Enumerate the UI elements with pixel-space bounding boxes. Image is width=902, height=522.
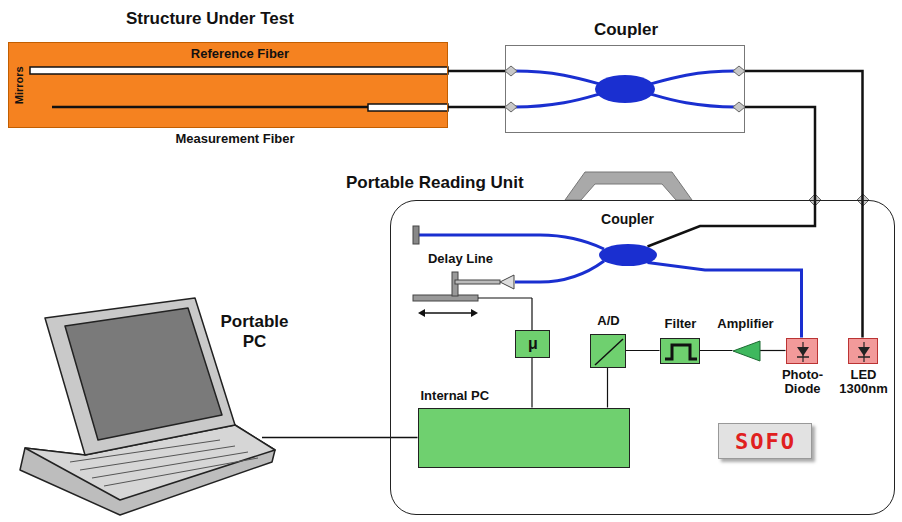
diode-symbol	[849, 339, 879, 365]
coupler-box: Coupler	[505, 45, 745, 133]
tri-symbol	[733, 341, 760, 361]
node-text: Portable PC	[212, 312, 297, 351]
fiber-connector	[448, 106, 505, 109]
node-text: Coupler	[506, 20, 746, 40]
node-text: SOFO	[719, 429, 813, 454]
signal-line	[607, 368, 608, 408]
diag-symbol	[591, 335, 627, 369]
fiber-tube	[368, 104, 448, 111]
node-text: Portable Reading Unit	[346, 173, 561, 193]
delay-line-stage	[413, 226, 532, 330]
photodiode-box: Photo-Diode	[786, 338, 818, 364]
sofo-logo: SOFO	[718, 423, 812, 459]
coupler: Coupler	[598, 243, 658, 267]
portable-pc: Portable PC	[30, 295, 262, 517]
node-text: Coupler	[588, 211, 668, 227]
signal-line	[700, 350, 733, 351]
controller-box: μ	[515, 330, 550, 358]
node-text: Photo-Diode	[773, 368, 833, 398]
internal-pc-box: Internal PC	[418, 408, 630, 468]
converter-box: A/D	[590, 334, 626, 368]
ellipse-symbol	[598, 243, 658, 267]
node-text: Filter	[651, 317, 711, 332]
node-text: Structure Under Test	[126, 9, 356, 29]
coupler-interior	[514, 71, 736, 107]
node-text: Mirrors	[13, 55, 26, 115]
coupler-core	[595, 75, 655, 103]
case-handle	[565, 172, 692, 200]
led-box: LED 1300nm	[848, 338, 878, 364]
fiber-label: Reference Fiber	[165, 47, 315, 62]
node-text: LED 1300nm	[836, 368, 892, 398]
signal-line	[262, 437, 418, 439]
signal-line	[531, 358, 532, 408]
diode-symbol	[787, 339, 819, 365]
reading-unit: Portable Reading UnitCouplerμA/DFilterAm…	[390, 200, 895, 515]
fiber-label: Measurement Fiber	[150, 132, 320, 147]
filter-box: Filter	[660, 338, 700, 364]
signal-line	[760, 350, 786, 351]
fiber-connector	[745, 71, 863, 338]
node-text: A/D	[579, 314, 639, 329]
signal-line	[626, 350, 660, 351]
fiber-connector	[648, 263, 802, 338]
reference-fiber	[30, 67, 448, 74]
node-text: Internal PC	[421, 389, 541, 404]
structure-body	[8, 42, 448, 128]
fiber-connector	[448, 70, 505, 73]
delay-line-label: Delay Line	[413, 252, 508, 267]
node-text: Amplifier	[706, 317, 786, 332]
node-text: μ	[516, 335, 551, 353]
measurement-fiber	[52, 106, 370, 109]
filter-symbol	[661, 339, 701, 365]
amplifier-symbol: Amplifier	[733, 341, 760, 361]
fiber-connector	[648, 107, 816, 247]
